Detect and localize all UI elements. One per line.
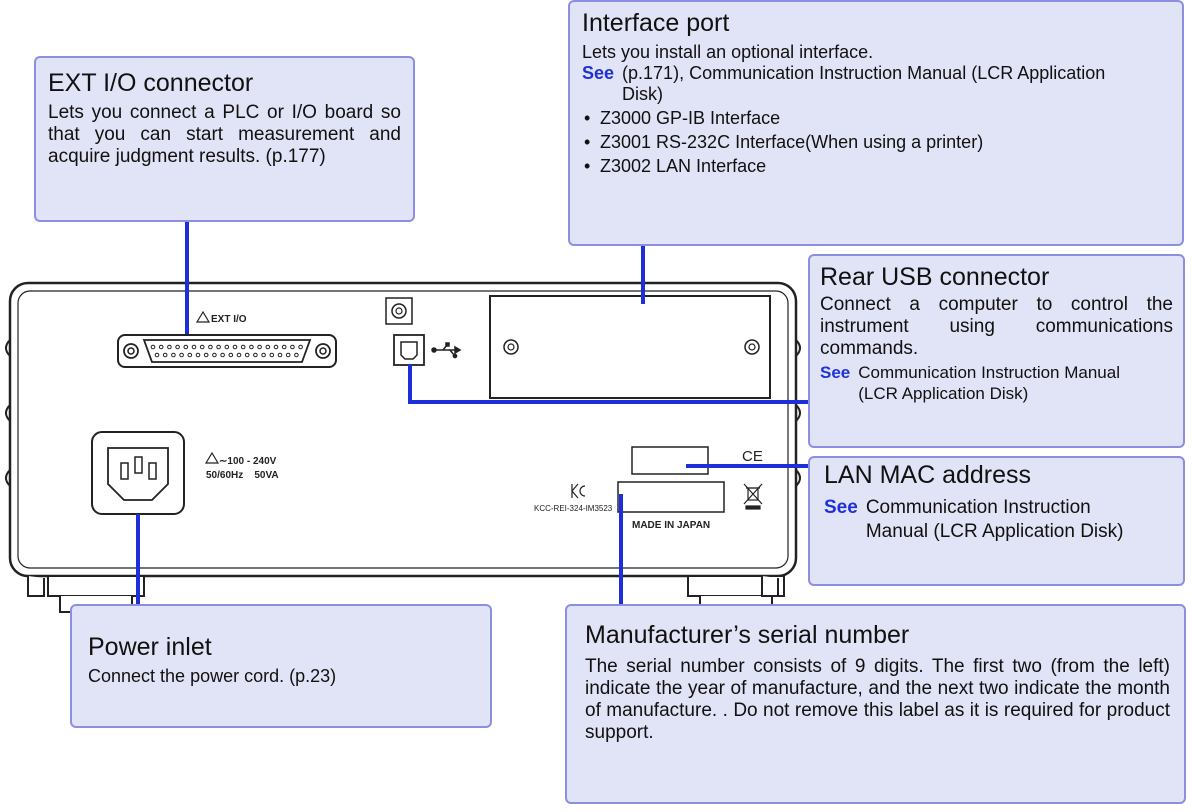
kcc-text: KCC-REI-324-IM3523 bbox=[534, 504, 613, 513]
connector-pin bbox=[261, 352, 266, 358]
callout-interface-title: Interface port bbox=[582, 9, 730, 37]
see-label: See bbox=[582, 63, 615, 83]
connector-pin bbox=[154, 352, 160, 358]
leader-mac bbox=[686, 464, 810, 468]
callout-interface-body: Lets you install an optional interface. bbox=[582, 42, 874, 62]
connector-pin bbox=[232, 344, 238, 350]
interface-port-cover bbox=[489, 295, 771, 399]
connector-pin bbox=[240, 344, 246, 350]
callout-serial-title: Manufacturer’s serial number bbox=[585, 621, 910, 649]
connector-pin bbox=[199, 344, 205, 350]
ground-screw bbox=[385, 297, 413, 325]
power-rating-line1: ∼100 - 240V bbox=[219, 456, 277, 467]
see-label: See bbox=[820, 363, 851, 382]
leader-usb-h bbox=[408, 400, 810, 404]
interface-option-item: Z3002 LAN Interface bbox=[582, 156, 1170, 177]
connector-pin bbox=[179, 352, 184, 358]
callout-ext-io: EXT I/O connector Lets you connect a PLC… bbox=[34, 56, 415, 222]
callout-mac: LAN MAC address See Communication Instru… bbox=[808, 456, 1185, 586]
connector-pin bbox=[236, 352, 242, 358]
leader-power bbox=[136, 514, 140, 606]
connector-pin bbox=[150, 344, 156, 350]
usb-symbol-icon bbox=[431, 342, 462, 359]
callout-interface: Interface port Lets you install an optio… bbox=[568, 0, 1184, 246]
connector-pin bbox=[167, 344, 172, 350]
callout-ext-io-title: EXT I/O connector bbox=[48, 69, 254, 97]
mac-address-label bbox=[631, 446, 709, 475]
callout-serial-body: The serial number consists of 9 digits. … bbox=[585, 656, 1170, 743]
callout-power: Power inlet Connect the power cord. (p.2… bbox=[70, 604, 492, 728]
connector-pin bbox=[220, 352, 225, 358]
usb-port bbox=[393, 334, 425, 366]
connector-pin bbox=[294, 352, 299, 358]
made-in-label: MADE IN JAPAN bbox=[632, 520, 710, 531]
connector-pin bbox=[281, 344, 287, 350]
ext-io-panel-label: EXT I/O bbox=[211, 314, 247, 325]
connector-pin bbox=[290, 344, 295, 350]
connector-pin bbox=[175, 344, 180, 350]
power-inlet bbox=[91, 431, 185, 515]
connector-pin bbox=[244, 352, 250, 358]
connector-pin bbox=[216, 344, 221, 350]
callout-usb-see: See Communication Instruction Manual (LC… bbox=[820, 362, 1173, 404]
ce-mark: CE bbox=[742, 448, 763, 465]
connector-pin bbox=[162, 352, 168, 358]
connector-pin bbox=[187, 352, 193, 358]
see-text: (p.171), Communication Instruction Manua… bbox=[622, 63, 1106, 104]
leader-serial bbox=[619, 494, 623, 606]
interface-option-item: Z3001 RS-232C Interface(When using a pri… bbox=[582, 132, 1170, 153]
ext-io-connector bbox=[117, 334, 337, 368]
callout-mac-see: See Communication Instruction Manual (LC… bbox=[824, 496, 1173, 544]
panel-inner bbox=[17, 290, 789, 569]
connector-pin bbox=[183, 344, 189, 350]
connector-pin bbox=[257, 344, 262, 350]
connector-pin bbox=[203, 352, 209, 358]
kc-mark-icon bbox=[571, 483, 586, 499]
callout-power-title: Power inlet bbox=[88, 633, 212, 661]
callout-usb-title: Rear USB connector bbox=[820, 263, 1050, 291]
callout-power-body: Connect the power cord. (p.23) bbox=[88, 666, 337, 686]
connector-pin bbox=[171, 352, 176, 358]
connector-pin bbox=[273, 344, 279, 350]
callout-usb-body: Connect a computer to control the instru… bbox=[820, 294, 1173, 359]
serial-number-label bbox=[617, 481, 725, 513]
connector-pin bbox=[212, 352, 217, 358]
weee-bin-icon bbox=[743, 483, 763, 510]
connector-pin bbox=[191, 344, 197, 350]
connector-pin bbox=[208, 344, 213, 350]
leader-usb-v bbox=[408, 364, 412, 404]
connector-pin bbox=[249, 344, 254, 350]
leader-interface bbox=[641, 244, 645, 304]
connector-pin bbox=[253, 352, 258, 358]
see-label: See bbox=[824, 497, 858, 518]
power-rating-line2: 50/60Hz 50VA bbox=[206, 470, 279, 481]
see-text: Communication Instruction Manual (LCR Ap… bbox=[858, 363, 1120, 403]
callout-serial: Manufacturer’s serial number The serial … bbox=[565, 604, 1186, 804]
connector-pin bbox=[265, 344, 271, 350]
leader-ext-io bbox=[185, 220, 189, 334]
connector-pin bbox=[158, 344, 164, 350]
connector-pin bbox=[298, 344, 303, 350]
callout-mac-title: LAN MAC address bbox=[824, 461, 1032, 489]
connector-pin bbox=[277, 352, 283, 358]
connector-pin bbox=[195, 352, 201, 358]
callout-ext-io-body: Lets you connect a PLC or I/O board so t… bbox=[48, 102, 401, 167]
connector-pin bbox=[228, 352, 234, 358]
callout-interface-see: See (p.171), Communication Instruction M… bbox=[582, 63, 1170, 105]
connector-pin bbox=[285, 352, 291, 358]
connector-pin bbox=[224, 344, 230, 350]
connector-pin bbox=[269, 352, 275, 358]
see-text: Communication Instruction Manual (LCR Ap… bbox=[865, 497, 1124, 542]
interface-option-item: Z3000 GP-IB Interface bbox=[582, 108, 1170, 129]
callout-usb: Rear USB connector Connect a computer to… bbox=[808, 254, 1185, 448]
